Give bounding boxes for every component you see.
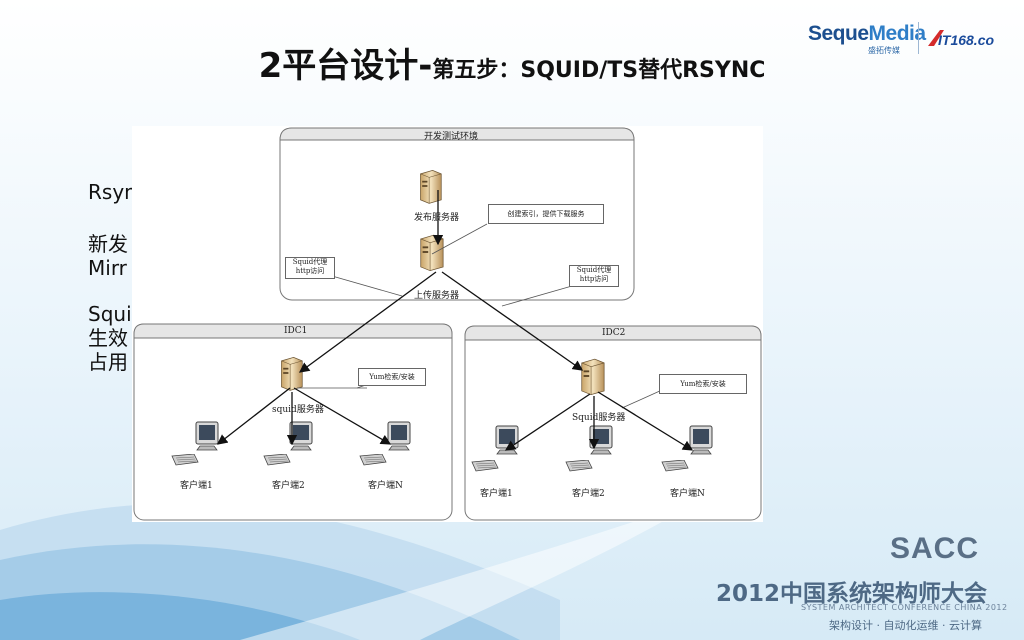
bullet-line: Mirr bbox=[88, 256, 127, 280]
idc1-client2-label: 客户端2 bbox=[272, 481, 305, 491]
bullet-line: 新发 bbox=[88, 232, 128, 256]
sacc-logo: SACC bbox=[890, 532, 980, 565]
index-note-text: 创建索引，提供下载服务 bbox=[507, 210, 585, 218]
yum-note-text: Yum检索/安装 bbox=[369, 373, 415, 381]
title-main: 2平台设计- bbox=[258, 46, 433, 86]
bullet-line: 占用 bbox=[88, 350, 128, 374]
idc2-client1-label: 客户端1 bbox=[480, 489, 513, 499]
idc1-server-label: squid服务器 bbox=[272, 405, 324, 415]
conference-english: SYSTEM ARCHITECT CONFERENCE CHINA 2012 bbox=[801, 603, 1008, 612]
bullet-list: Rsyn 新发 Mirr Squi 生效 占用 bbox=[88, 180, 137, 374]
architecture-diagram: 开发测试环境 发布服务器 上传服务器 创建索引，提供下载服务 Squid代理 h… bbox=[132, 126, 763, 522]
logo-seque-text: Seque bbox=[808, 22, 869, 45]
idc1-squid-server-icon bbox=[280, 356, 303, 391]
bullet-line: Squi bbox=[88, 302, 132, 326]
dev-env-label: 开发测试环境 bbox=[424, 132, 479, 142]
bullet-line: Rsyn bbox=[88, 180, 137, 204]
index-note-box: 创建索引，提供下载服务 bbox=[488, 204, 604, 224]
it168-text: IT168.com bbox=[938, 32, 994, 48]
upload-server-label: 上传服务器 bbox=[414, 291, 460, 301]
idc2-clientN-label: 客户端N bbox=[670, 489, 705, 499]
conference-title: 2012中国系统架构师大会 bbox=[716, 581, 988, 607]
logo-divider bbox=[918, 22, 919, 54]
idc1-clientN-label: 客户端N bbox=[368, 481, 403, 491]
logo-seque-subtitle: 盛拓传媒 bbox=[868, 46, 900, 55]
squid-proxy-note-right: Squid代理 http访问 bbox=[569, 265, 619, 287]
diagram-canvas bbox=[133, 127, 762, 521]
squid-proxy-note-left: Squid代理 http访问 bbox=[285, 257, 335, 279]
note-line: Squid代理 bbox=[292, 258, 328, 266]
idc2-squid-server-icon bbox=[581, 358, 605, 396]
bullet-line: 生效 bbox=[88, 326, 128, 350]
seque-media-logo: SequeMedia bbox=[808, 22, 926, 46]
title-sub: 第五步：SQUID/TS替代RSYNC bbox=[432, 58, 766, 83]
publish-server-label: 发布服务器 bbox=[414, 213, 460, 223]
conference-tagline: 架构设计 · 自动化运维 · 云计算 bbox=[829, 619, 982, 632]
upload-server-icon bbox=[420, 234, 444, 272]
it168-logo: IT168.com bbox=[928, 30, 994, 48]
idc2-client2-label: 客户端2 bbox=[572, 489, 605, 499]
slide-title: 2平台设计-第五步：SQUID/TS替代RSYNC bbox=[0, 38, 1024, 87]
idc1-label: IDC1 bbox=[284, 326, 308, 336]
note-line: http访问 bbox=[295, 267, 325, 275]
yum-note-text: Yum检索/安装 bbox=[680, 380, 726, 388]
note-line: Squid代理 bbox=[576, 266, 612, 274]
idc1-client1-label: 客户端1 bbox=[180, 481, 213, 491]
idc2-yum-note: Yum检索/安装 bbox=[659, 374, 747, 394]
idc1-yum-note: Yum检索/安装 bbox=[358, 368, 426, 386]
logo-media-text: Media bbox=[868, 22, 927, 45]
note-line: http访问 bbox=[579, 275, 609, 283]
idc2-server-label: Squid服务器 bbox=[572, 413, 626, 423]
idc2-label: IDC2 bbox=[602, 328, 626, 338]
